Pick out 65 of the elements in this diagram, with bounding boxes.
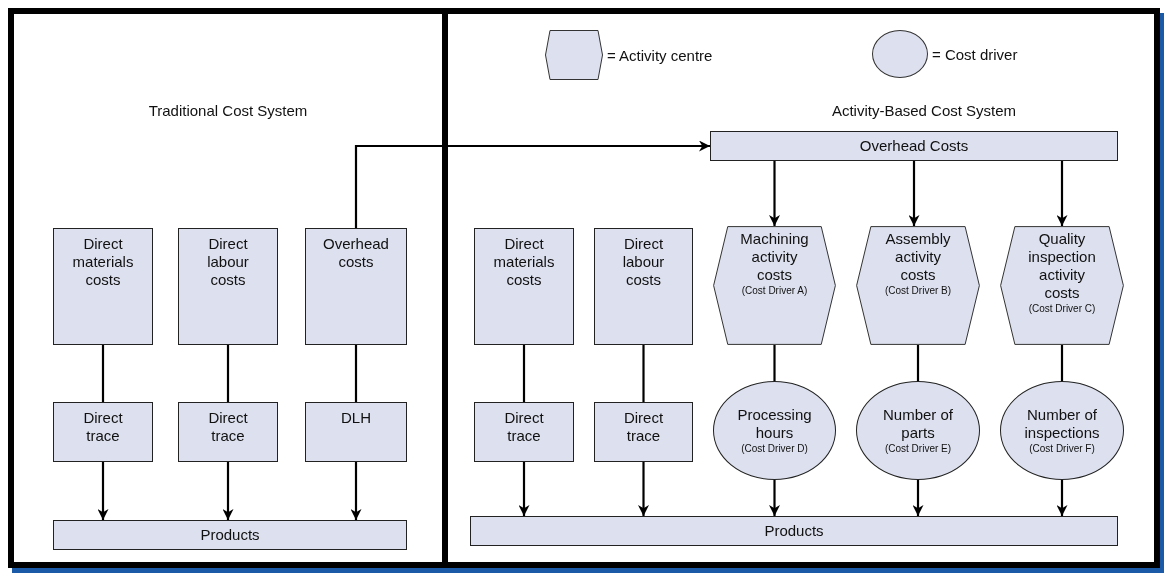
cost-driver-note: (Cost Driver D) bbox=[741, 442, 808, 455]
process-box bbox=[594, 228, 693, 345]
activity-centre-hexagon bbox=[713, 226, 836, 345]
node-label: Direct trace bbox=[82, 409, 124, 445]
node-label: Number of inspections bbox=[1023, 406, 1101, 442]
node-label: Machining activity costs bbox=[739, 230, 810, 284]
arrow bbox=[912, 480, 924, 516]
connector-line bbox=[1060, 345, 1064, 381]
legend-label: = Cost driver bbox=[932, 45, 1018, 63]
connector-line bbox=[101, 345, 105, 402]
activity-centre-hexagon bbox=[856, 226, 980, 345]
node-label: Number of parts bbox=[882, 406, 954, 442]
connector-line bbox=[354, 345, 358, 402]
legend-label: = Activity centre bbox=[607, 46, 713, 64]
cost-driver-note: (Cost Driver E) bbox=[884, 442, 952, 455]
node-label: Assembly activity costs bbox=[884, 230, 952, 284]
connector-line bbox=[916, 345, 920, 381]
connector-line bbox=[226, 345, 230, 402]
arrow bbox=[354, 140, 710, 228]
connector-line bbox=[642, 345, 645, 402]
node-label: Direct trace bbox=[207, 409, 249, 445]
connector-line bbox=[522, 345, 526, 402]
node-label: Direct labour costs bbox=[206, 235, 250, 289]
activity-centre-hexagon bbox=[1000, 226, 1124, 345]
connector-line bbox=[773, 345, 776, 381]
process-bar bbox=[53, 520, 407, 550]
cost-driver-note: (Cost Driver C) bbox=[1028, 302, 1096, 315]
arrow bbox=[1056, 161, 1068, 226]
arrow bbox=[518, 462, 530, 516]
process-bar bbox=[710, 131, 1118, 161]
arrow bbox=[769, 161, 780, 226]
node-label: Overhead Costs bbox=[859, 137, 969, 155]
cost-driver-note: (Cost Driver A) bbox=[741, 284, 808, 297]
node-label: Products bbox=[764, 522, 824, 540]
arrow bbox=[97, 462, 109, 520]
process-box bbox=[53, 228, 153, 345]
process-box bbox=[53, 402, 153, 462]
node-label: Direct trace bbox=[622, 409, 665, 445]
process-box bbox=[178, 402, 278, 462]
node-label: Direct materials costs bbox=[71, 235, 135, 289]
process-box bbox=[305, 402, 407, 462]
process-bar bbox=[470, 516, 1118, 546]
arrow bbox=[769, 480, 780, 516]
process-box bbox=[178, 228, 278, 345]
node-label: DLH bbox=[341, 409, 371, 427]
process-box bbox=[594, 402, 693, 462]
node-label: Quality inspection activity costs bbox=[1027, 230, 1097, 302]
process-box bbox=[474, 228, 574, 345]
arrow bbox=[638, 462, 649, 516]
panel-title: Traditional Cost System bbox=[147, 102, 309, 119]
arrow bbox=[222, 462, 234, 520]
node-label: Processing hours bbox=[736, 406, 813, 442]
arrow bbox=[350, 462, 362, 520]
node-label: Direct trace bbox=[503, 409, 545, 445]
node-label: Direct materials costs bbox=[492, 235, 556, 289]
arrow bbox=[1056, 480, 1068, 516]
arrow bbox=[908, 161, 920, 226]
process-box bbox=[305, 228, 407, 345]
node-label: Overhead costs bbox=[322, 235, 390, 271]
panel-title: Activity-Based Cost System bbox=[830, 102, 1018, 119]
node-label: Direct labour costs bbox=[621, 235, 666, 289]
cost-driver-note: (Cost Driver B) bbox=[884, 284, 952, 297]
cost-driver-note: (Cost Driver F) bbox=[1029, 442, 1095, 455]
node-label: Products bbox=[200, 526, 260, 544]
process-box bbox=[474, 402, 574, 462]
